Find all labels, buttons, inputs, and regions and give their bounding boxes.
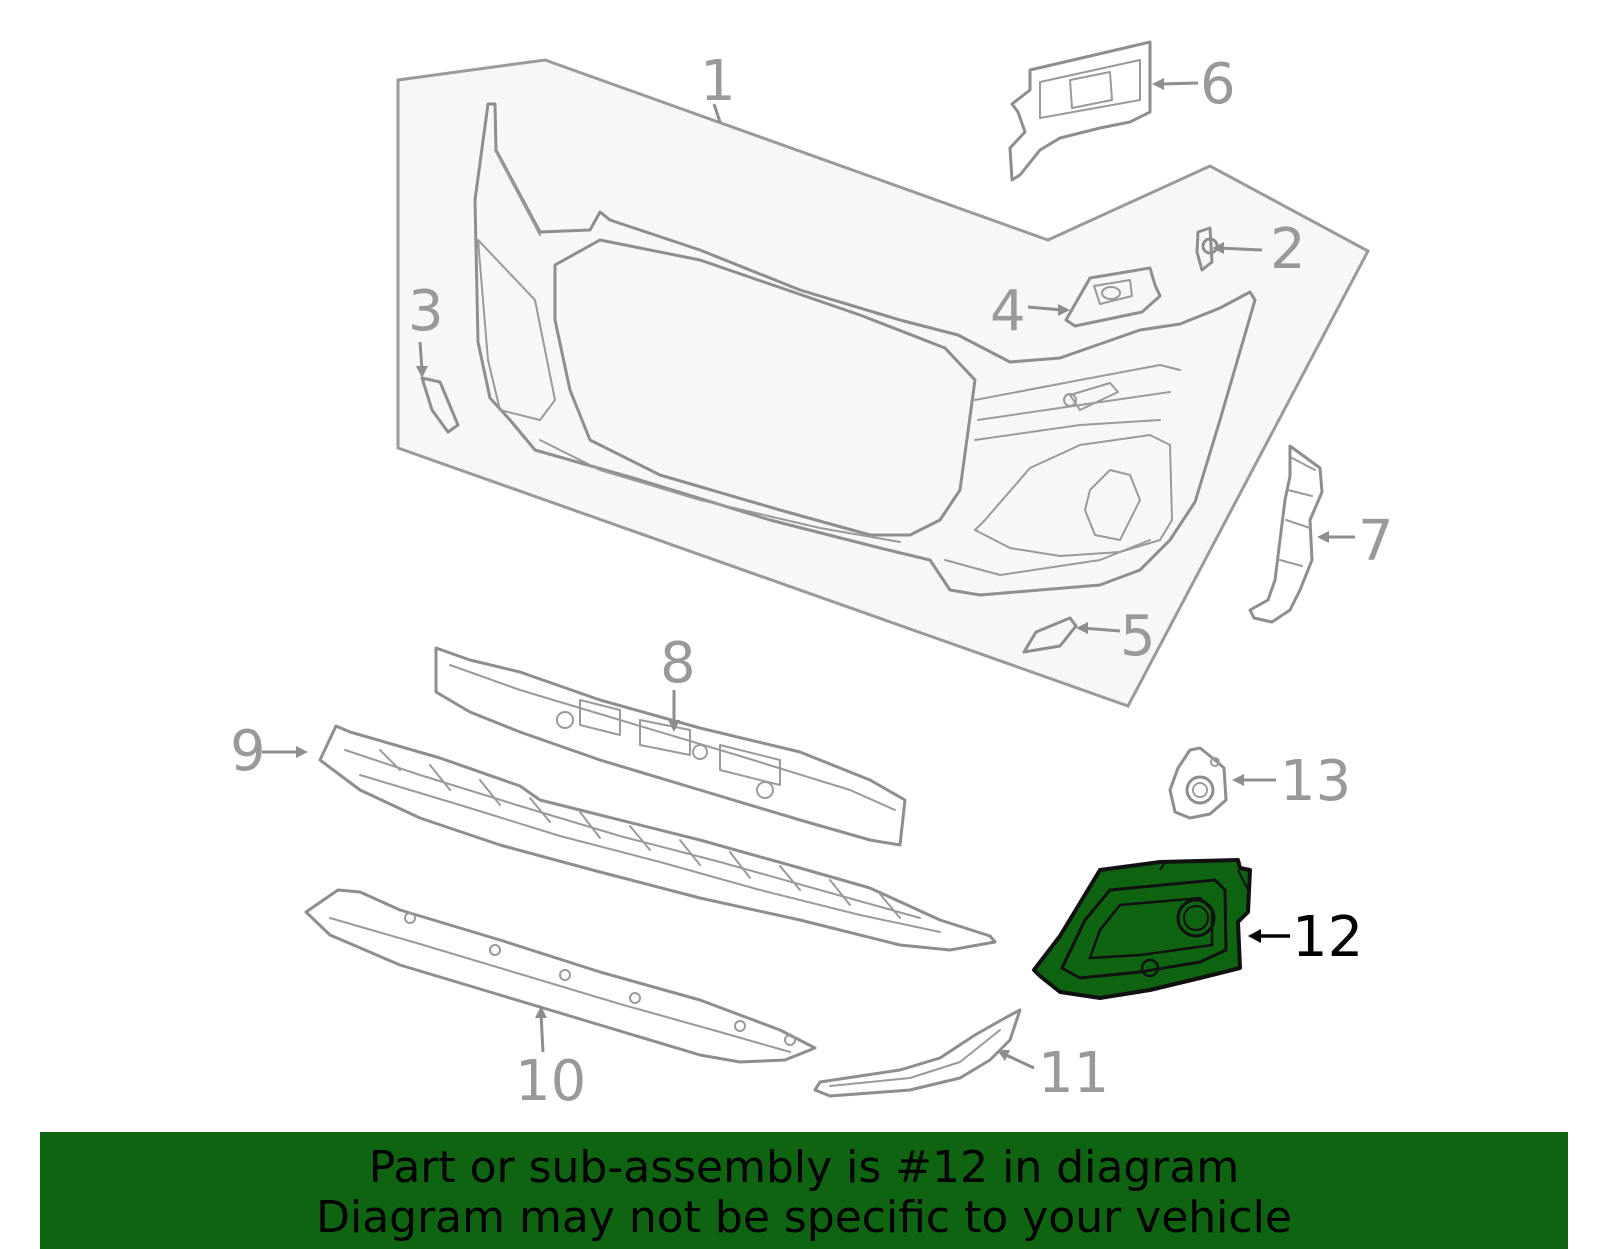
part-1-bumper-cover[interactable]	[473, 102, 1257, 597]
part-5-cap[interactable]	[1022, 616, 1078, 654]
callout-11: 11	[1038, 1041, 1109, 1106]
callout-3: 3	[408, 279, 444, 344]
callout-5: 5	[1120, 604, 1156, 669]
callout-12-highlighted: 12	[1292, 905, 1363, 970]
part-12-grille-insert-highlighted[interactable]	[1032, 858, 1252, 1000]
callout-13: 13	[1280, 749, 1351, 814]
part-7-bracket[interactable]	[1248, 444, 1324, 624]
callout-4: 4	[990, 279, 1026, 344]
part-9-lower-grille[interactable]	[318, 724, 997, 952]
part-13-bracket[interactable]	[1168, 746, 1228, 820]
leader-lines	[262, 78, 1355, 1070]
callout-8: 8	[660, 631, 696, 696]
part-3-cover-cap[interactable]	[420, 376, 460, 434]
callout-10: 10	[515, 1049, 586, 1114]
part-11-trim-strip[interactable]	[813, 1008, 1022, 1098]
callout-2: 2	[1270, 217, 1306, 282]
banner-line-disclaimer: Diagram may not be specific to your vehi…	[316, 1192, 1292, 1243]
callout-7: 7	[1358, 509, 1394, 574]
callout-1: 1	[700, 49, 736, 114]
banner-line-part-number: Part or sub-assembly is #12 in diagram	[368, 1142, 1240, 1193]
part-10-trim-strip[interactable]	[304, 888, 817, 1064]
info-banner: Part or sub-assembly is #12 in diagram D…	[40, 1132, 1568, 1249]
callout-labels: 1 2 3 4 5 6 7 8 9 10 11 12 13	[230, 49, 1394, 1114]
part-6-bracket[interactable]	[1008, 40, 1152, 182]
part-4-cover[interactable]	[1064, 266, 1162, 328]
callout-9: 9	[230, 719, 266, 784]
part-1-background-panel	[396, 58, 1371, 708]
callout-6: 6	[1200, 52, 1236, 117]
part-8-reinforcement[interactable]	[434, 646, 907, 847]
